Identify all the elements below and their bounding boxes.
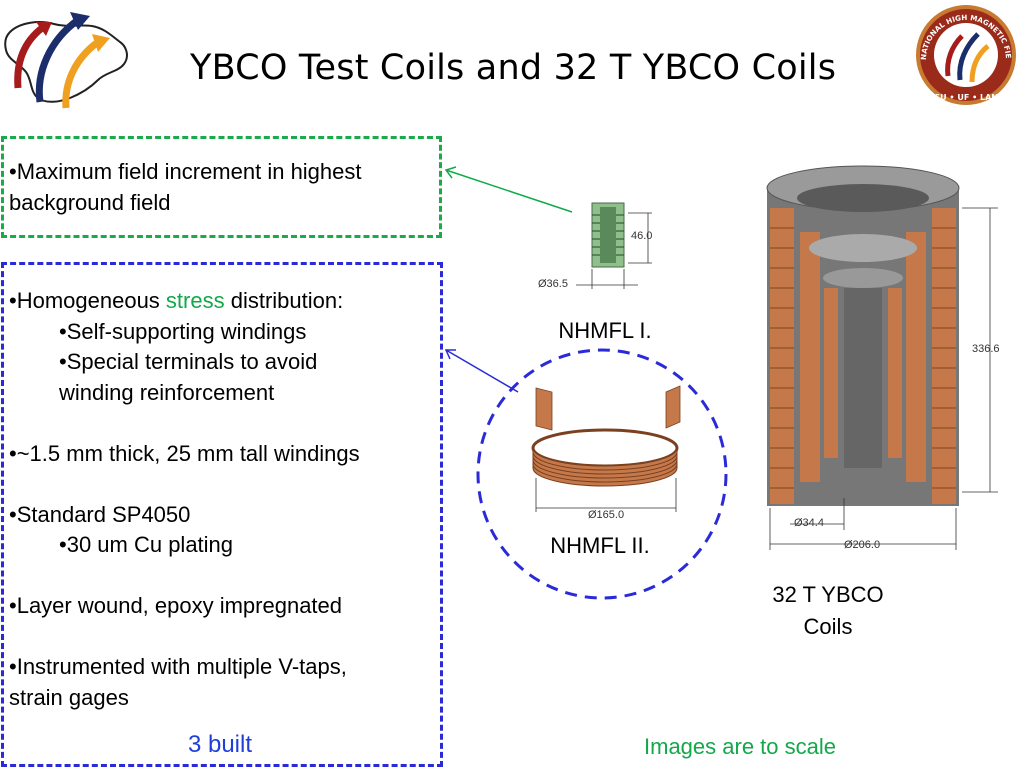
built-count: 3 built bbox=[187, 731, 253, 758]
arrow-to-field-box bbox=[445, 169, 573, 213]
arrow-to-details-box bbox=[445, 349, 519, 393]
coil32-outer-diameter-dim: Ø206.0 bbox=[844, 539, 880, 551]
ybco-32t-label: 32 T YBCO Coils bbox=[758, 579, 898, 643]
terminals-line-1: •Special terminals to avoid bbox=[59, 349, 318, 374]
coil2-diameter-dim: Ø165.0 bbox=[588, 509, 624, 521]
ybco-32t-label-line-1: 32 T YBCO bbox=[772, 582, 884, 607]
homogeneous-line: •Homogeneous stress distribution: bbox=[9, 288, 344, 313]
ybco-32t-label-line-2: Coils bbox=[803, 614, 853, 639]
self-supporting-line: •Self-supporting windings bbox=[59, 318, 307, 344]
coil-details-box bbox=[1, 262, 443, 767]
layer-line: •Layer wound, epoxy impregnated bbox=[9, 593, 343, 618]
thickness-line: •~1.5 mm thick, 25 mm tall windings bbox=[9, 440, 360, 466]
svg-text:FSU • UF • LANL: FSU • UF • LANL bbox=[929, 93, 1003, 102]
nhmfl-i-coil-drawing: 46.0 Ø36.5 bbox=[538, 202, 652, 290]
scale-note: Images are to scale bbox=[644, 734, 836, 759]
coil32-height-dim: 336.6 bbox=[972, 343, 1000, 355]
standard-line: •Standard SP4050 bbox=[9, 501, 191, 527]
field-increment-text: •Maximum field increment in highest back… bbox=[9, 157, 439, 218]
nhmfl-ii-highlight-circle bbox=[476, 348, 728, 600]
coil1-height-dim: 46.0 bbox=[631, 230, 652, 242]
field-line-1: •Maximum field increment in highest bbox=[9, 159, 362, 184]
instrumented-line-2: strain gages bbox=[9, 684, 129, 710]
instrumented-line-1: •Instrumented with multiple V-taps, bbox=[9, 654, 347, 679]
plating-line: •30 um Cu plating bbox=[59, 532, 234, 557]
terminals-line-2: winding reinforcement bbox=[59, 379, 275, 405]
field-increment-box bbox=[1, 136, 442, 238]
field-line-2: background field bbox=[9, 189, 171, 215]
nhmfl-seal-logo: NATIONAL HIGH MAGNETIC FIELD LABORATORY … bbox=[908, 2, 1016, 105]
page-title: YBCO Test Coils and 32 T YBCO Coils bbox=[190, 48, 837, 88]
coil1-diameter-dim: Ø36.5 bbox=[538, 278, 568, 290]
coil-details-text: •Homogeneous stress distribution: •Self-… bbox=[9, 286, 439, 713]
nhmfl-ii-label: NHMFL II. bbox=[550, 533, 650, 558]
stress-word: stress bbox=[165, 288, 225, 313]
ybco-32t-coil-drawing: 336.6 Ø34.4 Ø206.0 bbox=[766, 165, 1000, 551]
nhmfl-arrows-logo bbox=[4, 12, 128, 109]
nhmfl-ii-coil-drawing: Ø165.0 bbox=[531, 385, 681, 521]
coil32-inner-diameter-dim: Ø34.4 bbox=[794, 517, 824, 529]
nhmfl-i-label: NHMFL I. bbox=[558, 318, 652, 343]
